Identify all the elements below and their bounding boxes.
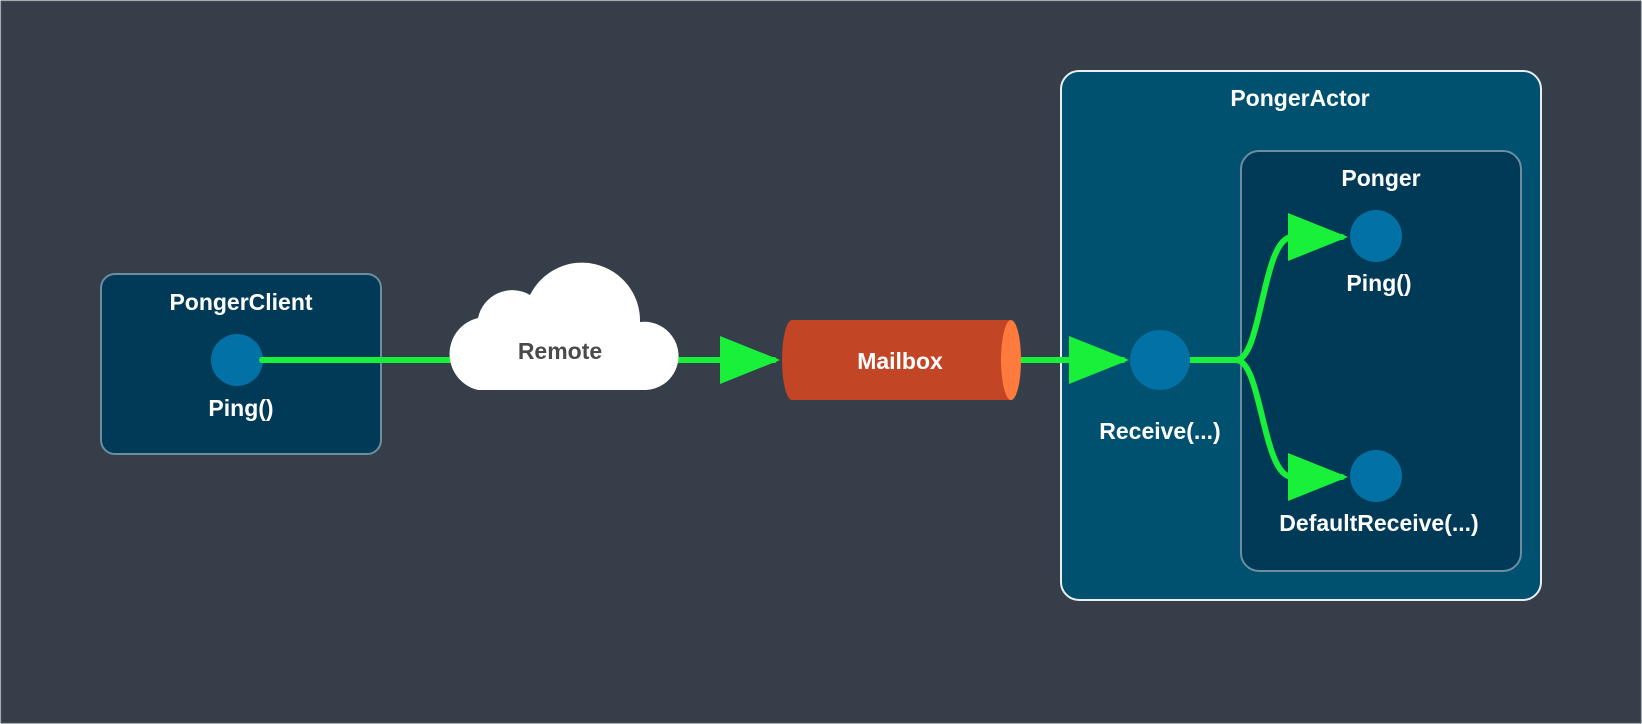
cloud-shape bbox=[449, 262, 679, 390]
default-receive-node bbox=[1350, 450, 1402, 502]
client-ping-node bbox=[211, 334, 263, 386]
receive-node bbox=[1130, 330, 1190, 390]
ponger-ping-label: Ping() bbox=[1346, 270, 1411, 296]
ponger-actor-title: PongerActor bbox=[1230, 85, 1369, 111]
remote-label: Remote bbox=[518, 338, 602, 364]
mailbox-end-cap bbox=[1001, 320, 1021, 400]
ponger-client-panel: PongerClient Ping() bbox=[100, 273, 382, 455]
receive-to-ping-arrow bbox=[1233, 213, 1348, 363]
ponger-ping-node bbox=[1350, 210, 1402, 262]
mailbox-queue: Mailbox bbox=[782, 320, 1021, 400]
ponger-client-title: PongerClient bbox=[169, 289, 312, 315]
receive-to-default-arrow bbox=[1233, 357, 1348, 501]
mailbox-body bbox=[782, 320, 1011, 400]
receive-label: Receive(...) bbox=[1099, 418, 1220, 444]
receive-method: Receive(...) bbox=[1099, 330, 1221, 444]
ponger-ping-method: Ping() bbox=[1346, 210, 1412, 296]
remote-cloud: Remote bbox=[449, 262, 679, 390]
ponger-title: Ponger bbox=[1341, 165, 1420, 191]
connectors bbox=[259, 213, 1348, 501]
ponger-default-receive-method: DefaultReceive(...) bbox=[1279, 450, 1479, 536]
client-ping-label: Ping() bbox=[208, 395, 273, 421]
default-receive-label: DefaultReceive(...) bbox=[1279, 510, 1478, 536]
mailbox-label: Mailbox bbox=[857, 348, 943, 374]
